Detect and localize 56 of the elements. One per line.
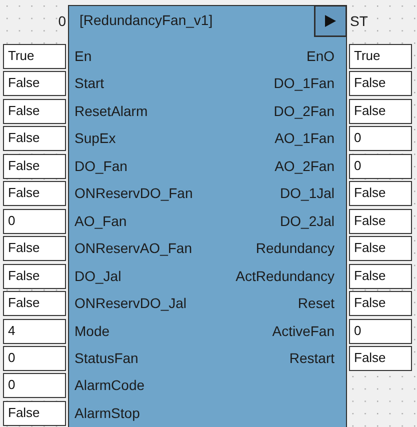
input-pin-label: ONReservAO_Fan: [74, 240, 192, 256]
output-value-field: 0: [349, 318, 412, 344]
output-value-field: False: [349, 264, 412, 289]
output-value-field: False: [349, 236, 412, 262]
input-value-field: 0: [3, 346, 66, 371]
input-pin-label: Start: [74, 75, 104, 92]
output-pin-label: ActRedundancy: [236, 268, 334, 284]
output-pin-label: Reset: [298, 295, 334, 312]
input-pin-label: En: [74, 48, 92, 64]
output-pin-label: AO_1Fan: [274, 130, 334, 146]
output-value-field: False: [349, 208, 412, 234]
input-value-field: True: [3, 44, 66, 69]
output-pin-label: EnO: [306, 48, 334, 64]
input-pin-label: ONReservDO_Jal: [74, 295, 187, 312]
output-pin-label: DO_2Jal: [280, 212, 334, 229]
block-title: [RedundancyFan_v1]: [80, 12, 213, 28]
input-pin-label: AlarmStop: [74, 404, 140, 421]
output-value-field: False: [349, 181, 412, 206]
input-value-field: False: [3, 400, 66, 426]
input-value-field: False: [3, 154, 66, 179]
output-value-field: True: [349, 44, 412, 69]
output-value-field: 0: [349, 154, 412, 179]
function-block: [68, 5, 347, 427]
input-value-field: 0: [3, 208, 66, 234]
input-pin-label: DO_Fan: [74, 158, 128, 174]
input-pin-label: DO_Jal: [74, 268, 122, 284]
input-pin-label: SupEx: [74, 130, 116, 146]
input-pin-label: ONReservDO_Fan: [74, 185, 193, 202]
language-label: ST: [350, 13, 368, 29]
output-value-field: False: [349, 71, 412, 96]
input-pin-label: Mode: [74, 322, 110, 338]
output-pin-label: AO_2Fan: [274, 158, 334, 174]
input-value-field: False: [3, 98, 66, 124]
output-pin-label: ActiveFan: [272, 322, 334, 338]
input-value-field: False: [3, 181, 66, 206]
input-value-field: False: [3, 126, 66, 152]
input-pin-label: ResetAlarm: [74, 102, 148, 119]
input-pin-label: AO_Fan: [74, 212, 127, 229]
output-value-field: False: [349, 291, 412, 316]
input-value-field: 0: [3, 373, 66, 398]
output-pin-label: DO_1Fan: [274, 75, 334, 92]
input-value-field: 4: [3, 318, 66, 344]
output-pin-label: DO_1Jal: [280, 185, 334, 202]
input-value-field: False: [3, 264, 66, 289]
execution-order-number: 0: [58, 13, 66, 29]
output-pin-label: Redundancy: [256, 240, 334, 256]
output-pin-label: DO_2Fan: [274, 102, 334, 119]
input-value-field: False: [3, 236, 66, 262]
output-value-field: 0: [349, 126, 412, 152]
output-value-field: False: [349, 98, 412, 124]
input-pin-label: StatusFan: [74, 350, 138, 366]
input-pin-label: AlarmCode: [74, 377, 145, 394]
output-pin-label: Restart: [289, 350, 334, 366]
input-value-field: False: [3, 71, 66, 96]
input-value-field: False: [3, 291, 66, 316]
output-value-field: False: [349, 346, 412, 371]
